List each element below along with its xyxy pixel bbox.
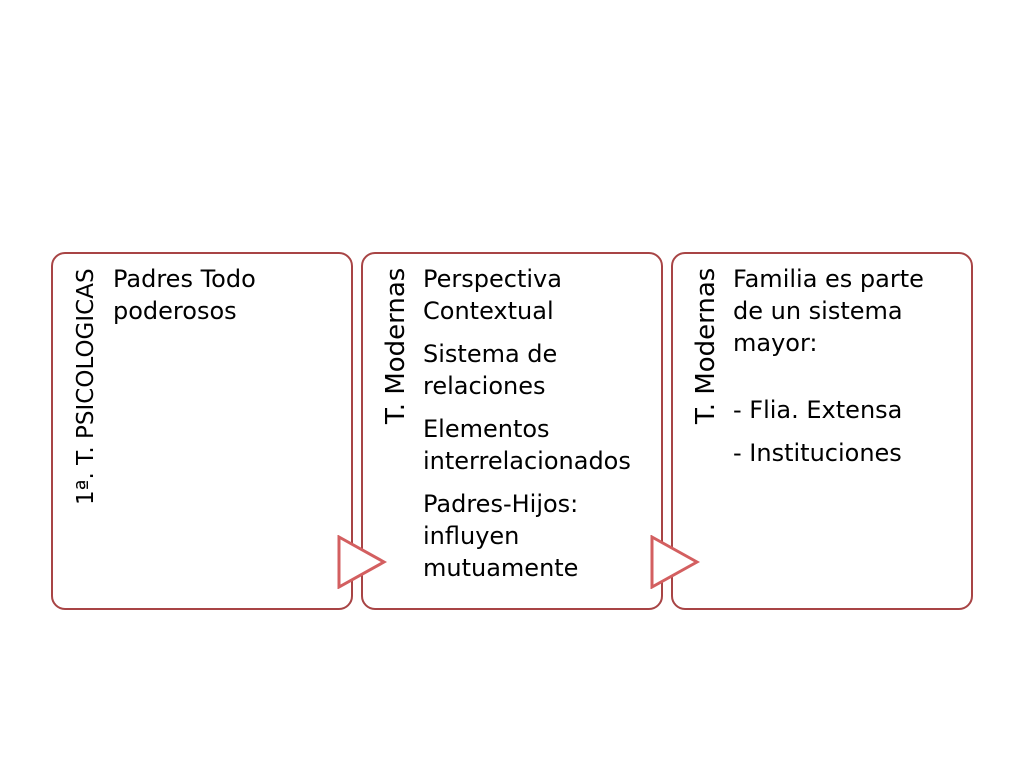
stage-3-item-1: Familia es parte de un sistema mayor:: [733, 265, 924, 357]
stage-2-item-4: Padres-Hijos: influyen mutuamente: [423, 490, 579, 582]
stage-2-item-3: Elementos interrelacionados: [423, 415, 631, 475]
stage-3-item-2: - Flia. Extensa: [733, 396, 903, 424]
chevron-arrow-icon: [337, 535, 387, 589]
stage-title-1: 1ª. T. PSICOLOGICAS: [73, 268, 99, 505]
stage-1-item-1: Padres Todo poderosos: [113, 265, 256, 325]
stage-card-1: 1ª. T. PSICOLOGICAS Padres Todo poderoso…: [51, 252, 353, 610]
chevron-arrow-icon: [650, 535, 700, 589]
stage-content-1: Padres Todo poderosos: [113, 263, 339, 600]
stage-content-3: Familia es parte de un sistema mayor: - …: [733, 263, 959, 600]
stage-2-item-2: Sistema de relaciones: [423, 340, 558, 400]
stage-card-2: T. Modernas Perspectiva Contextual Siste…: [361, 252, 663, 610]
stage-2-item-1: Perspectiva Contextual: [423, 265, 562, 325]
stage-3-item-3: - Instituciones: [733, 439, 902, 467]
stage-content-2: Perspectiva Contextual Sistema de relaci…: [423, 263, 649, 600]
stage-card-3: T. Modernas Familia es parte de un siste…: [671, 252, 973, 610]
